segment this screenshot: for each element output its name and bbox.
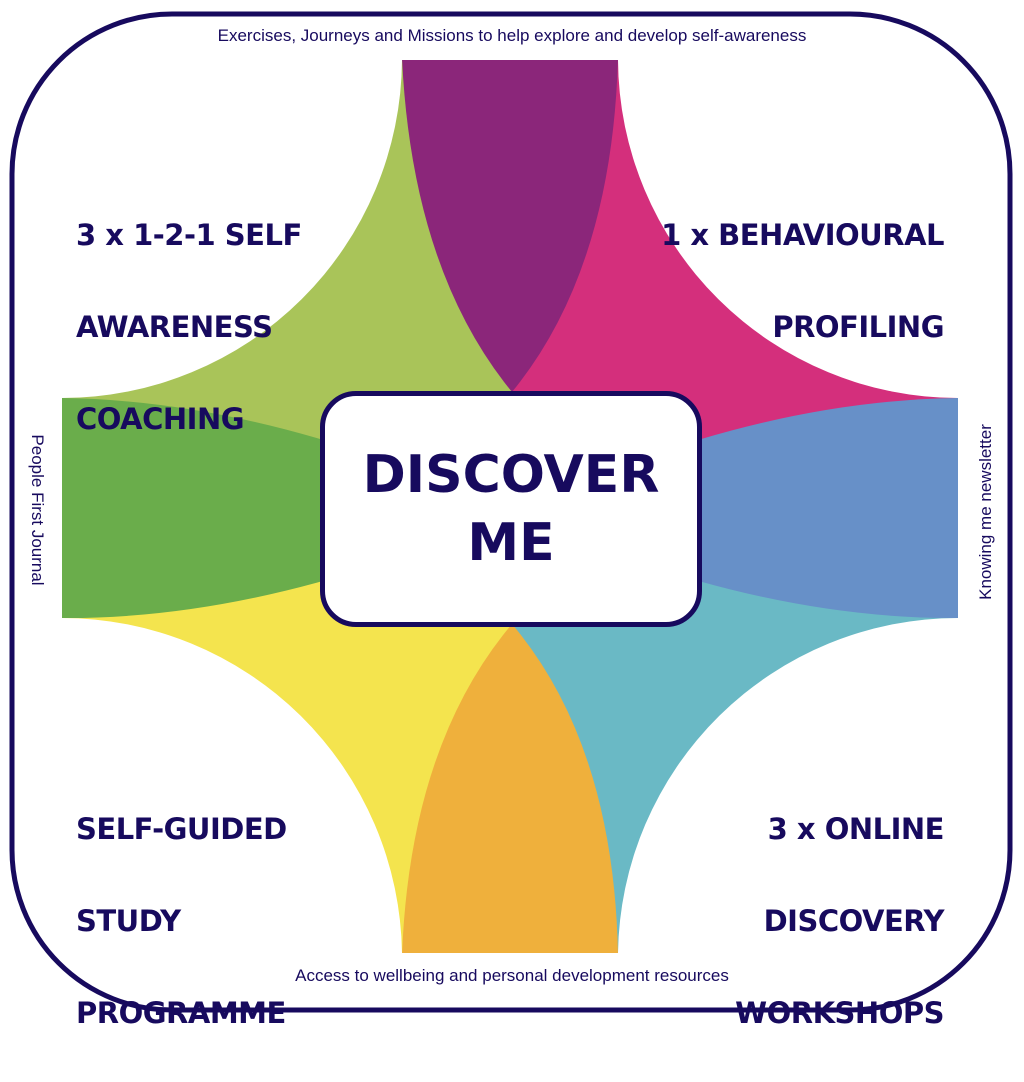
band-bottom [402,624,618,953]
label-line: DISCOVERY [763,904,945,938]
band-top [402,60,618,392]
caption-right: Knowing me newsletter [976,424,995,600]
label-line: 3 x ONLINE [767,812,945,846]
label-study: SELF-GUIDED STUDY PROGRAMME [76,760,287,1082]
label-coaching: 3 x 1-2-1 SELF AWARENESS COACHING [76,166,302,488]
label-line: PROGRAMME [76,996,286,1030]
label-line: 1 x BEHAVIOURAL [661,218,944,252]
outer-frame [9,11,1013,1013]
label-line: 3 x 1-2-1 SELF [76,218,302,252]
label-line: WORKSHOPS [735,996,944,1030]
center-title-box: DISCOVER ME [320,391,702,627]
caption-left: People First Journal [28,434,47,586]
label-line: AWARENESS [76,310,273,344]
label-workshops: 3 x ONLINE DISCOVERY WORKSHOPS [735,760,944,1082]
center-title-line1: DISCOVER [362,445,660,505]
caption-bottom: Access to wellbeing and personal develop… [295,966,729,985]
label-line: PROFILING [772,310,944,344]
band-left [62,398,512,619]
label-line: COACHING [76,402,245,436]
label-line: STUDY [76,904,181,938]
band-right [512,398,958,619]
center-title-line2: ME [467,513,555,573]
label-profiling: 1 x BEHAVIOURAL PROFILING [661,166,944,396]
caption-top: Exercises, Journeys and Missions to help… [217,26,807,45]
label-line: SELF-GUIDED [76,812,287,846]
